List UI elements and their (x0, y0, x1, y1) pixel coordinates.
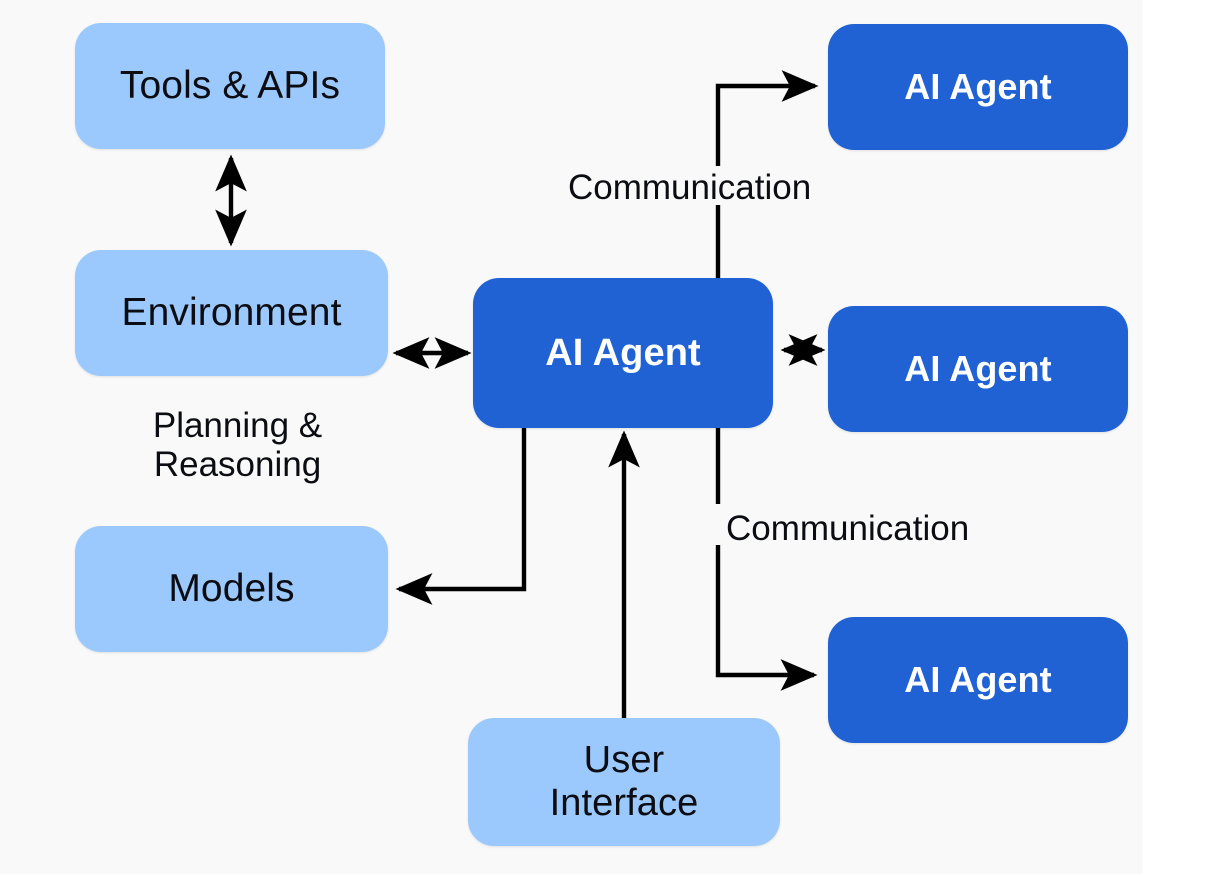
edge-label-planning-reasoning: Planning & Reasoning (152, 406, 323, 485)
node-user-interface[interactable]: User Interface (468, 718, 780, 846)
node-environment[interactable]: Environment (75, 250, 388, 376)
node-ai-agent-top-right[interactable]: AI Agent (828, 24, 1128, 150)
node-tools-apis-label: Tools & APIs (119, 64, 341, 108)
node-ai-agent-center[interactable]: AI Agent (473, 278, 773, 428)
node-models[interactable]: Models (75, 526, 388, 652)
node-ai-agent-middle-right[interactable]: AI Agent (828, 306, 1128, 432)
node-ai-agent-bottom-right-label: AI Agent (904, 658, 1052, 700)
edge-label-communication-bottom: Communication (726, 509, 970, 548)
edge-label-communication-top: Communication (568, 168, 812, 207)
node-ai-agent-center-label: AI Agent (545, 331, 701, 374)
node-ai-agent-top-right-label: AI Agent (904, 65, 1052, 107)
node-ai-agent-bottom-right[interactable]: AI Agent (828, 617, 1128, 743)
node-tools-apis[interactable]: Tools & APIs (75, 23, 385, 149)
node-models-label: Models (168, 567, 295, 611)
node-environment-label: Environment (121, 291, 342, 335)
node-ai-agent-middle-right-label: AI Agent (904, 347, 1052, 389)
node-user-interface-label: User Interface (549, 739, 699, 824)
